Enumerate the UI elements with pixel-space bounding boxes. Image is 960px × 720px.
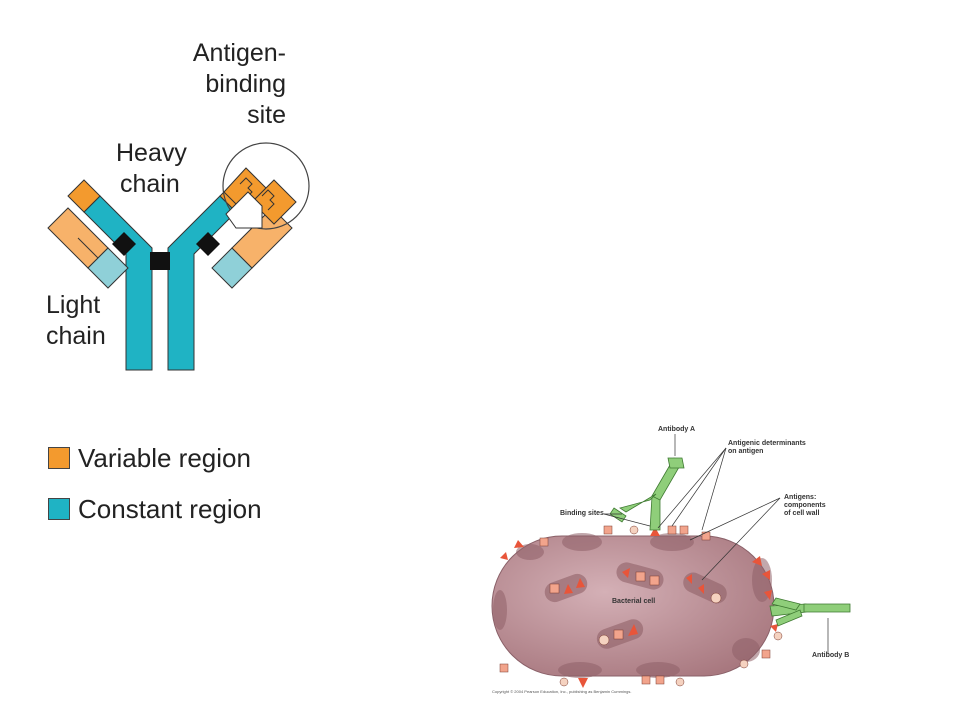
antibody-a-shape	[609, 457, 685, 531]
label-antigen-binding-line2: binding	[205, 70, 286, 98]
label-antigenic-line1: Antigenic determinants	[728, 440, 806, 447]
label-antigens: Antigens: components of cell wall	[784, 494, 826, 518]
swatch-variable	[48, 447, 70, 469]
antigen-binding-site-detail	[222, 142, 310, 230]
cell-wall-patches	[493, 533, 772, 678]
hinge-disulfide-bond	[150, 252, 170, 270]
label-light-chain: Light chain	[46, 290, 106, 352]
surface-antigens	[499, 525, 783, 688]
legend-variable-text: Variable region	[78, 442, 251, 473]
label-antigens-line3: of cell wall	[784, 510, 820, 517]
label-antigens-line1: Antigens:	[784, 494, 817, 501]
label-bacterial-cell: Bacterial cell	[612, 598, 656, 605]
antibody-b-shape	[769, 597, 851, 627]
label-antigen-binding-line3: site	[247, 101, 286, 129]
legend-constant-text: Constant region	[78, 493, 262, 524]
label-antibody-b: Antibody B	[812, 652, 850, 659]
label-antigens-line2: components	[784, 502, 826, 509]
copyright-notice: Copyright © 2004 Pearson Education, Inc.…	[492, 689, 632, 694]
label-heavy-chain-line1: Heavy	[116, 139, 187, 167]
leader-lines	[603, 434, 829, 654]
label-heavy-chain-line2: chain	[120, 170, 180, 198]
heavy-chain-left	[67, 179, 153, 371]
label-antibody-a: Antibody A	[658, 426, 696, 433]
legend-constant-region: Constant region	[48, 493, 262, 525]
label-light-chain-line2: chain	[46, 322, 106, 350]
label-antigen-binding-site: Antigen- binding site	[180, 38, 286, 131]
legend-variable-region: Variable region	[48, 442, 251, 474]
label-light-chain-line1: Light	[46, 291, 101, 319]
interior-antigen-groups	[544, 562, 727, 649]
label-antigenic-determinants: Antigenic determinants on antigen	[728, 440, 806, 456]
swatch-constant	[48, 498, 70, 520]
right-disulfide-link	[196, 232, 220, 256]
label-antigenic-line2: on antigen	[728, 448, 764, 455]
label-binding-sites: Binding sites	[560, 510, 604, 517]
light-chain-left	[47, 207, 129, 289]
left-disulfide-link	[112, 232, 136, 256]
label-heavy-chain: Heavy chain	[116, 138, 187, 200]
label-antigen-binding-line1: Antigen-	[192, 39, 286, 67]
